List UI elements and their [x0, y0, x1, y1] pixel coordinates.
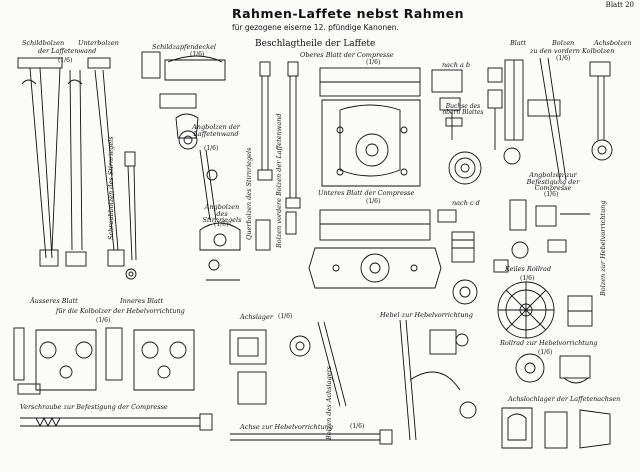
bolt-column-2: [87, 57, 137, 280]
label-bolzen: Bolzen: [552, 39, 575, 47]
scale-8: (1/6): [366, 198, 381, 205]
label-schildzapfendeckel: Schildzapfendeckel: [152, 43, 217, 51]
scale-3: (1/6): [366, 59, 381, 66]
label-rollrad: Keiles Rollrad: [505, 265, 552, 273]
verschraube-drawing: [20, 413, 213, 431]
label-unteres-blatt: Unteres Blatt der Compresse: [318, 189, 415, 197]
scale-12: (1/6): [538, 349, 553, 356]
scale-5: (1/6): [204, 145, 219, 152]
sheet-title: Rahmen-Laffete nebst Rahmen: [232, 6, 465, 21]
angbolzen-compresse-drawing: [509, 199, 590, 259]
label-buchse-obern: Buchse des obern Blattes: [442, 103, 484, 116]
schildbolzen-drawing: [17, 57, 87, 267]
achse-hebel-drawing: [230, 429, 393, 445]
schildzapfendeckel-drawing: [141, 51, 226, 221]
buchse-obern-drawing: [439, 67, 503, 185]
hebel-hebelvorrichtung-drawing: [399, 319, 477, 441]
scale-6: (1/6): [544, 191, 559, 198]
aeusseres-blatt-drawing: [13, 327, 97, 395]
scale-13: (1/6): [350, 423, 365, 430]
achslochlager-drawing: [501, 407, 611, 449]
sheet-title-line2: für gezogene eiserne 12. pfündige Kanone…: [232, 23, 399, 32]
label-unterbolzen: Unterbolzen: [78, 39, 119, 47]
label-achslochlager: Achslochlager der Laffetenachsen: [508, 395, 621, 403]
label-angbolzen-stirnriegels: Angbolzen des Stirnriegels: [202, 203, 242, 224]
label-schildbolzen: Schildbolzen: [22, 39, 65, 47]
scale-4: (1/6): [556, 55, 571, 62]
label-angbolzen-compresse: Angbolzen zur Befestigung der Compresse: [526, 171, 580, 192]
label-bolzen-hebelvorrichtung: Bolzen zur Hebelvorrichtung: [599, 200, 607, 296]
sheet-number: Blatt 20: [605, 1, 634, 9]
label-bolzen-vorlaufsbolzen: Bolzen vordere Bolzen der Laffetenwand: [275, 113, 283, 248]
label-nach-ab: nach a b: [442, 61, 471, 69]
label-blatt: Blatt: [510, 39, 526, 47]
label-aeusseres-blatt: Äusseres Blatt: [30, 297, 78, 305]
label-rollrad-hebel: Rollrad zur Hebelvorrichtung: [500, 339, 598, 347]
label-achsbolzen: Achsbolzen: [594, 39, 632, 47]
achslager-drawing: [229, 321, 347, 407]
label-schraubbolzen-stirnriegel: Schraubbolzen des Stirnriegels: [107, 136, 115, 240]
label-achslager: Achslager: [240, 313, 273, 321]
label-inneres-blatt: Inneres Blatt: [120, 297, 164, 305]
rollrad-hebel-drawing: [515, 353, 591, 384]
label-querbolzen-stirnriegels: Querbolzen des Stirnriegels: [245, 147, 253, 240]
scale-7: (1/6): [214, 221, 229, 228]
label-verschraube: Verschraube zur Befestigung der Compress…: [20, 403, 168, 411]
oberes-blatt-drawing: [319, 67, 463, 187]
label-fuer-kolbolzer: für die Kolbolzer der Hebelvorrichtung: [56, 307, 185, 315]
label-achse-hebelvorrichtung: Achse zur Hebelvorrichtung: [240, 423, 334, 431]
inneres-blatt-drawing: [105, 327, 195, 391]
scale-2: (1/6): [190, 51, 205, 58]
label-bolzen-achslager: Bolzen des Achslagers: [325, 366, 333, 440]
label-nach-cd: nach c d: [452, 199, 480, 207]
vordern-kolbolzen-drawing: [503, 57, 613, 181]
label-vordern-kolbolzen: zu den vordern Kolbolzen: [530, 47, 615, 55]
buchse-untern-drawing: [451, 231, 509, 305]
scale-9: (1/6): [520, 275, 535, 282]
scale-11: (1/6): [278, 313, 293, 320]
stirnriegel-bolts: [124, 61, 301, 281]
scale-1: (1/6): [58, 57, 73, 64]
scale-10: (1/6): [96, 317, 111, 324]
sheet-subtitle: Beschlagtheile der Laffete: [255, 39, 376, 49]
label-der-laffetenwand: der Laffetenwand: [38, 47, 97, 55]
label-hebel-hebelvorrichtung: Hebel zur Hebelvorrichtung: [380, 311, 473, 319]
label-angbolzen-laffetenwand: Angbolzen der Laffetenwand: [192, 123, 240, 138]
label-oberes-blatt: Oberes Blatt der Compresse: [300, 51, 394, 59]
unteres-blatt-drawing: [308, 209, 457, 289]
rollrad-drawing: [497, 281, 593, 339]
